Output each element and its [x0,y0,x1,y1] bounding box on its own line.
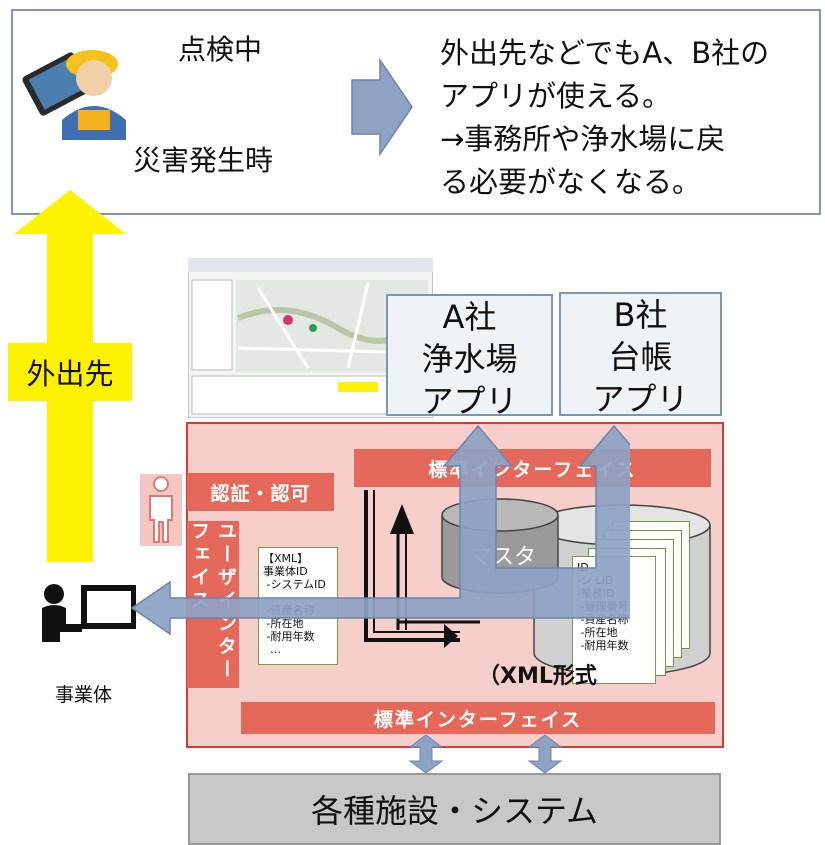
user-computer-icon [42,584,136,642]
top-scenario-panel [11,9,821,215]
outside-label: 外出先 [8,343,132,401]
right-arrow-icon [351,58,413,156]
access-arrows [130,424,630,636]
up-down-arrow-1 [408,734,444,774]
disaster-label: 災害発生時 [133,144,274,177]
xml-format-label: （XML形式 [478,664,597,689]
data-flow-arrows [364,490,480,648]
app-b-box: B社 台帳 アプリ [559,292,722,418]
inspecting-label: 点検中 [178,33,263,66]
up-down-arrow-2 [527,734,563,774]
bottom-standard-interface: 標準インターフェイス [241,702,715,734]
benefit-text: 外出先などでもA、B社の アプリが使える。 →事務所や浄水場に戻 る必要がなくな… [440,36,770,199]
person-icon [140,474,182,546]
user-label: 事業体 [55,684,113,706]
worker-tablet-icon [22,50,126,140]
app-a-box: A社 浄水場 アプリ [386,294,553,420]
auth-bar: 認証・認可 [187,473,334,511]
facilities-systems-box: 各種施設・システム [188,773,721,845]
